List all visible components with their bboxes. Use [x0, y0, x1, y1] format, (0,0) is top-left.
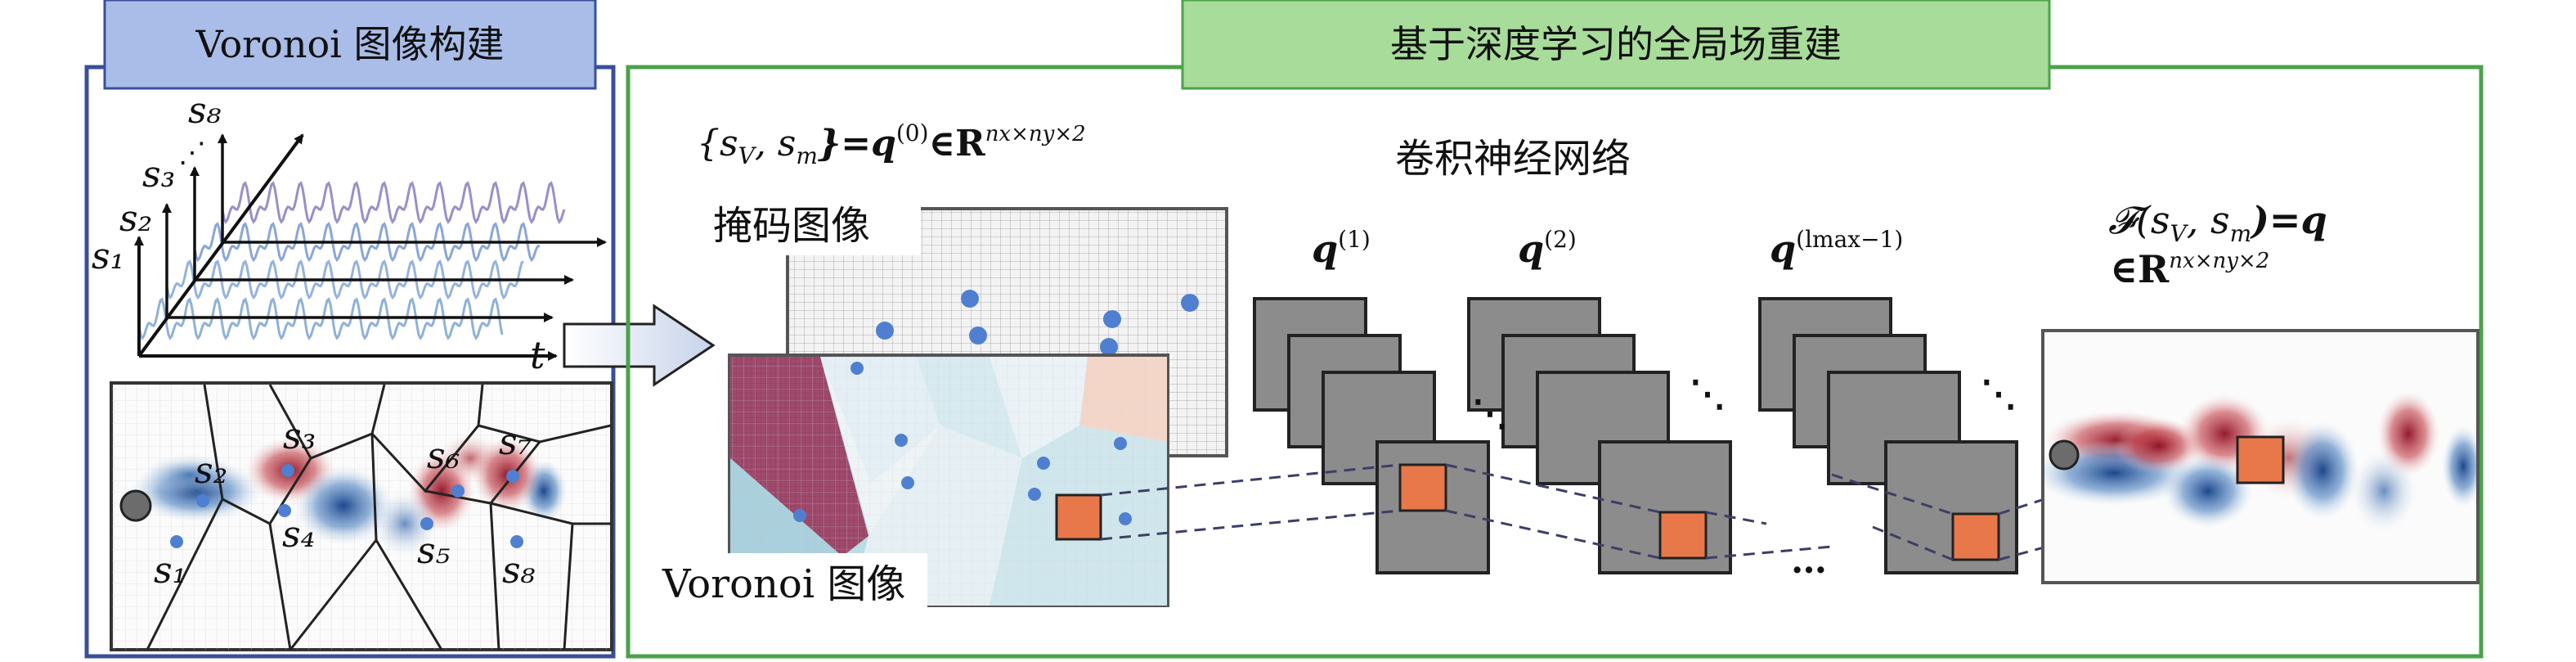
layer-stack-1: [1253, 297, 1490, 574]
layer-last-patch: [1951, 512, 2000, 561]
mask-label-bg: [705, 198, 921, 255]
left-sensors: [170, 464, 523, 548]
ellipsis-3: ⋱: [1981, 373, 2017, 415]
label-s2: s₂: [119, 198, 152, 240]
label-s3: s₃: [142, 154, 175, 196]
signal-ellipsis: ⋰: [178, 137, 206, 169]
left-sensor-label-1: s₁: [154, 550, 186, 592]
cnn-label: 卷积神经网络: [1395, 136, 1631, 182]
left-sensor-label-4: s₄: [282, 514, 315, 556]
cylinder: [119, 489, 152, 522]
label-t: t: [530, 333, 545, 377]
transition-arrow: [563, 304, 716, 387]
mask-dot-1: [961, 290, 979, 308]
sensor-waveforms: [137, 181, 566, 340]
voronoi-dot-5: [1114, 437, 1127, 450]
layer1-patch: [1398, 463, 1447, 512]
waveform-2: [193, 222, 541, 263]
reconstructed-field: [2041, 329, 2480, 584]
voronoi-image: Voronoi 图像: [654, 354, 1169, 619]
voronoi-dot-3: [901, 476, 914, 489]
layer-label-last: q(lmax−1): [1770, 226, 1903, 271]
left-sensor-dot-7: [506, 470, 519, 483]
axis-depth: [137, 133, 304, 358]
voronoi-dot-4: [1037, 457, 1050, 470]
label-s1: s₁: [92, 236, 124, 277]
voronoi-dot-7: [793, 509, 806, 522]
left-sensor-labels: s₁ s₂ s₃ s₄ s₅ s₆ s₇ s₈: [154, 416, 536, 592]
voronoi-label-bg: [654, 553, 927, 619]
layer-stack-last: [1758, 297, 2018, 574]
output-formula-line2: ∈Rnx×ny×2: [2110, 247, 2269, 291]
right-panel-title: 基于深度学习的全局场重建: [1390, 22, 1842, 66]
left-sensor-label-6: s₆: [427, 435, 460, 477]
waveform-3: [165, 259, 524, 300]
output-formula-line1: 𝓕(sV, sm)=q: [2108, 198, 2327, 247]
voronoi-flow-field: s₁ s₂ s₃ s₄ s₅ s₆ s₇ s₈: [110, 381, 613, 651]
left-panel: Voronoi 图像构建 s₈ ⋰ s₃ s₂ s₁ t: [84, 0, 616, 659]
left-sensor-label-8: s₈: [502, 550, 536, 592]
mask-sensor-dots: [876, 290, 1199, 356]
left-sensor-label-7: s₇: [499, 421, 532, 463]
voronoi-dot-6: [1028, 488, 1041, 501]
left-title-box: [103, 0, 597, 90]
left-sensor-dot-3: [281, 464, 294, 477]
mask-dot-3: [1181, 294, 1199, 312]
layer2-patch: [1658, 511, 1708, 560]
right-panel: 基于深度学习的全局场重建 {sV, sm}=q(0)∈Rnx×ny×2 掩码图像: [626, 0, 2484, 659]
ellipsis-2: ⋱: [1690, 373, 1726, 415]
voronoi-sensor-dots: [793, 362, 1132, 525]
mask-dot-6: [1100, 338, 1118, 356]
layer-label-2: q(2): [1518, 226, 1577, 271]
left-sensor-dot-8: [510, 535, 523, 548]
mask-dot-4: [876, 322, 894, 340]
waveform-4: [137, 297, 504, 340]
mask-image-label: 掩码图像: [713, 203, 870, 249]
input-formula: {sV, sm}=q(0)∈Rnx×ny×2: [697, 119, 1086, 169]
voronoi-edges: [146, 385, 611, 650]
output-patch: [2236, 435, 2285, 484]
voronoi-dot-1: [850, 362, 864, 375]
left-sensor-label-5: s₅: [417, 530, 451, 572]
waveform-1: [221, 181, 566, 224]
left-sensor-dot-2: [196, 494, 209, 507]
right-title-box: [1181, 0, 2051, 90]
label-s8: s₈: [188, 90, 222, 132]
output-cylinder: [2049, 439, 2080, 471]
left-sensor-dot-4: [278, 504, 291, 517]
layer-stack-2: [1467, 297, 1732, 574]
ellipsis-1: ⋱: [1472, 393, 1508, 435]
left-sensor-dot-5: [420, 517, 433, 530]
mask-dot-2: [1103, 310, 1121, 328]
left-sensor-label-2: s₂: [195, 450, 227, 492]
left-panel-title: Voronoi 图像构建: [195, 22, 504, 66]
mask-dot-5: [969, 326, 987, 345]
layer-label-1: q(1): [1312, 226, 1371, 271]
left-sensor-dot-1: [170, 535, 183, 548]
voronoi-image-label: Voronoi 图像: [662, 561, 905, 607]
voronoi-dot-2: [895, 434, 908, 447]
left-sensor-dot-6: [451, 484, 464, 498]
left-sensor-label-3: s₃: [283, 416, 316, 457]
input-patch: [1055, 493, 1102, 541]
sensor-time-series-plot: s₈ ⋰ s₃ s₂ s₁ t: [92, 90, 607, 377]
voronoi-dot-8: [1119, 512, 1132, 525]
